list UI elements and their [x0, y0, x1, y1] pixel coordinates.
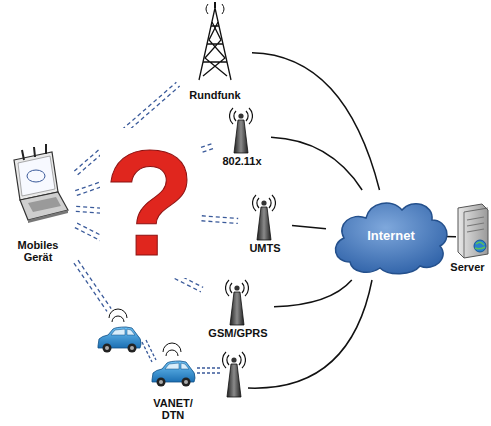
network-link: [271, 137, 362, 190]
server-node: Server: [446, 200, 489, 274]
network-link: [274, 280, 352, 307]
link-stroke: [274, 280, 352, 307]
link-stroke: [252, 53, 380, 190]
node-label: VANET/ DTN: [150, 397, 196, 422]
node-label: UMTS: [249, 242, 280, 255]
device-node: Mobiles Gerät: [2, 148, 74, 264]
node-label: Rundfunk: [189, 89, 240, 102]
cloud-label: Internet: [367, 228, 415, 243]
antenna-node: GSM/GPRS: [204, 276, 272, 340]
tower-node: Rundfunk: [180, 2, 250, 102]
antenna-node: 802.11x: [215, 104, 269, 168]
node-label: Mobiles Gerät: [12, 239, 64, 264]
link-stroke: [271, 137, 362, 190]
question-mark: ?: [100, 128, 200, 278]
network-link: [252, 53, 380, 190]
cloud-node: Internet: [328, 192, 454, 278]
node-label: GSM/GPRS: [208, 327, 267, 340]
antenna-node: UMTS: [240, 191, 290, 255]
node-label: 802.11x: [222, 155, 261, 168]
network-link: [292, 226, 326, 229]
link-stroke: [292, 226, 326, 229]
node-label: Server: [450, 261, 484, 274]
vehicle-node: VANET/ DTN: [92, 312, 204, 422]
